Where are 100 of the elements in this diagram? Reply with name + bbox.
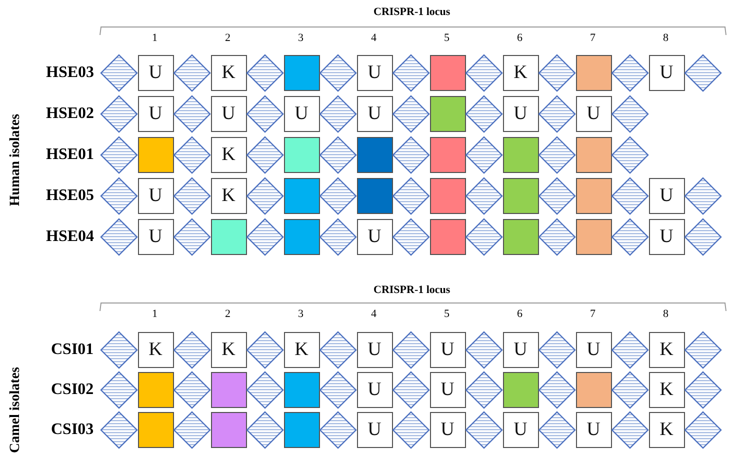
spacer-code: K bbox=[514, 62, 528, 84]
isolate-label: HSE01 bbox=[46, 146, 94, 164]
repeat-diamond bbox=[173, 371, 211, 409]
repeat-diamond bbox=[538, 136, 576, 174]
spacer-box bbox=[430, 219, 466, 255]
repeat-diamond bbox=[465, 218, 503, 256]
spacer-box bbox=[502, 412, 538, 448]
isolate-label: CSI02 bbox=[51, 381, 94, 399]
spacer-box bbox=[356, 219, 392, 255]
spacer-box bbox=[210, 137, 246, 173]
repeat-diamond bbox=[100, 136, 138, 174]
repeat-diamond bbox=[100, 54, 138, 92]
repeat-diamond bbox=[538, 54, 576, 92]
spacer-box bbox=[138, 219, 174, 255]
repeat-diamond bbox=[319, 95, 357, 133]
repeat-diamond bbox=[246, 331, 284, 369]
column-number: 7 bbox=[590, 308, 596, 320]
spacer-box bbox=[576, 412, 612, 448]
repeat-diamond bbox=[465, 177, 503, 215]
repeat-diamond bbox=[246, 54, 284, 92]
spacer-box bbox=[138, 332, 174, 368]
repeat-diamond bbox=[173, 177, 211, 215]
spacer-box bbox=[502, 55, 538, 91]
spacer-code: K bbox=[660, 419, 674, 441]
repeat-diamond bbox=[611, 411, 649, 449]
spacer-box bbox=[502, 332, 538, 368]
isolate-label: HSE02 bbox=[46, 105, 94, 123]
repeat-diamond bbox=[392, 136, 430, 174]
spacer-box bbox=[576, 137, 612, 173]
spacer-code: U bbox=[586, 419, 600, 441]
spacer-code: U bbox=[368, 379, 382, 401]
repeat-diamond bbox=[684, 371, 722, 409]
repeat-diamond bbox=[173, 54, 211, 92]
spacer-code: U bbox=[368, 226, 382, 248]
repeat-diamond bbox=[611, 331, 649, 369]
repeat-diamond bbox=[246, 218, 284, 256]
spacer-box bbox=[576, 96, 612, 132]
spacer-box bbox=[210, 412, 246, 448]
repeat-diamond bbox=[246, 136, 284, 174]
column-number: 4 bbox=[371, 308, 376, 320]
spacer-code: K bbox=[222, 62, 236, 84]
spacer-box bbox=[648, 332, 684, 368]
spacer-code: U bbox=[440, 339, 454, 361]
repeat-diamond bbox=[319, 177, 357, 215]
spacer-box bbox=[284, 137, 320, 173]
spacer-code: K bbox=[148, 339, 162, 361]
spacer-box bbox=[210, 96, 246, 132]
spacer-code: U bbox=[660, 226, 674, 248]
locus-title: CRISPR-1 locus bbox=[374, 284, 450, 296]
spacer-box bbox=[284, 55, 320, 91]
spacer-code: U bbox=[148, 103, 162, 125]
repeat-diamond bbox=[319, 371, 357, 409]
spacer-box bbox=[356, 96, 392, 132]
spacer-code: U bbox=[222, 103, 236, 125]
column-number: 6 bbox=[517, 308, 522, 320]
spacer-box bbox=[356, 137, 392, 173]
column-number: 3 bbox=[298, 32, 304, 44]
repeat-diamond bbox=[538, 411, 576, 449]
spacer-box bbox=[356, 55, 392, 91]
repeat-diamond bbox=[392, 218, 430, 256]
repeat-diamond bbox=[319, 54, 357, 92]
spacer-box bbox=[210, 219, 246, 255]
column-number: 8 bbox=[663, 308, 668, 320]
column-number: 3 bbox=[298, 308, 304, 320]
spacer-code: U bbox=[660, 62, 674, 84]
spacer-box bbox=[138, 178, 174, 214]
column-number: 2 bbox=[225, 32, 230, 44]
spacer-box bbox=[648, 372, 684, 408]
repeat-diamond bbox=[465, 136, 503, 174]
repeat-diamond bbox=[319, 411, 357, 449]
spacer-box bbox=[576, 332, 612, 368]
spacer-code: U bbox=[514, 103, 528, 125]
repeat-diamond bbox=[392, 411, 430, 449]
isolate-label: HSE04 bbox=[46, 228, 94, 246]
spacer-code: U bbox=[514, 339, 528, 361]
spacer-box bbox=[648, 412, 684, 448]
repeat-diamond bbox=[100, 95, 138, 133]
repeat-diamond bbox=[611, 95, 649, 133]
repeat-diamond bbox=[611, 177, 649, 215]
column-number: 5 bbox=[444, 32, 450, 44]
repeat-diamond bbox=[684, 411, 722, 449]
column-number: 2 bbox=[225, 308, 230, 320]
spacer-box bbox=[284, 412, 320, 448]
spacer-box bbox=[648, 55, 684, 91]
repeat-diamond bbox=[100, 331, 138, 369]
spacer-box bbox=[138, 372, 174, 408]
spacer-code: K bbox=[660, 339, 674, 361]
spacer-box bbox=[576, 372, 612, 408]
repeat-diamond bbox=[392, 331, 430, 369]
spacer-box bbox=[430, 178, 466, 214]
spacer-code: K bbox=[222, 185, 236, 207]
repeat-diamond bbox=[100, 177, 138, 215]
repeat-diamond bbox=[392, 177, 430, 215]
spacer-code: K bbox=[222, 339, 236, 361]
repeat-diamond bbox=[173, 136, 211, 174]
spacer-code: U bbox=[586, 103, 600, 125]
repeat-diamond bbox=[465, 95, 503, 133]
spacer-box bbox=[430, 137, 466, 173]
spacer-box bbox=[138, 96, 174, 132]
spacer-code: U bbox=[440, 379, 454, 401]
